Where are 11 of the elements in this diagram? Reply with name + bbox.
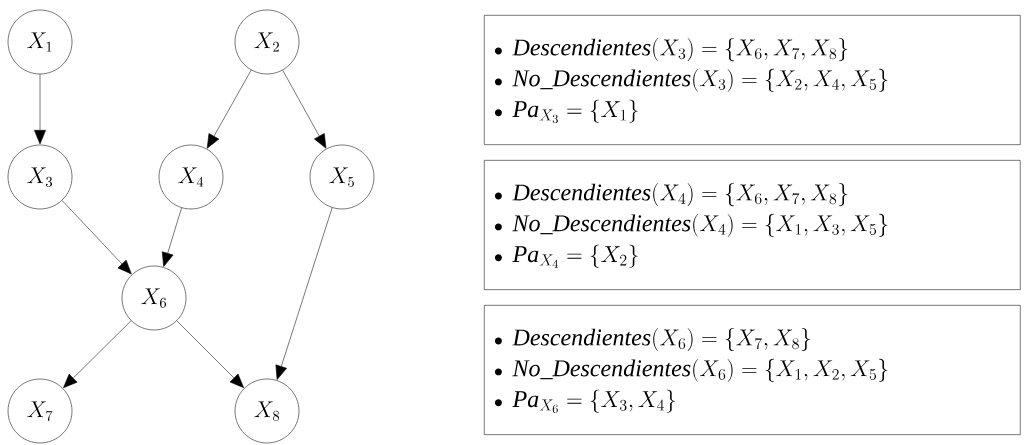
info-box: $\mathit{Descendientes}(X_{4}) = \{X_{6}, X_{7}, X_{8}\}$ $\mathit{No\_Descendientes}(X_{4}) = \{X_{1}, X_{3}, X_{5}\}$ $\mathit{Pa}_{X_{4}} = \{X_{2}\}$: [484, 160, 1021, 290]
arrow: [34, 74, 46, 145]
info-box: $\mathit{Descendientes}(X_{6}) = \{X_{7}, X_{8}\}$ $\mathit{No\_Descendientes}(X_{6}) = \{X_{1}, X_{2}, X_{5}\}$ $\mathit{Pa}_{X_{6}} = \{X_{3}, X_{4}\}$: [484, 305, 1021, 435]
info-box: $\mathit{Descendientes}(X_{3}) = \{X_{6}, X_{7}, X_{8}\}$ $\mathit{No\_Descendientes}(X_{3}) = \{X_{2}, X_{4}, X_{5}\}$ $\mathit{Pa}_{X_{3}} = \{X_{1}\}$: [484, 15, 1021, 145]
arrow: [282, 69, 327, 149]
arrow: [63, 320, 132, 389]
arrow: [176, 320, 244, 388]
arrow: [206, 69, 252, 149]
arrow: [275, 207, 333, 380]
arrow: [161, 207, 182, 267]
arrow: [61, 200, 132, 275]
